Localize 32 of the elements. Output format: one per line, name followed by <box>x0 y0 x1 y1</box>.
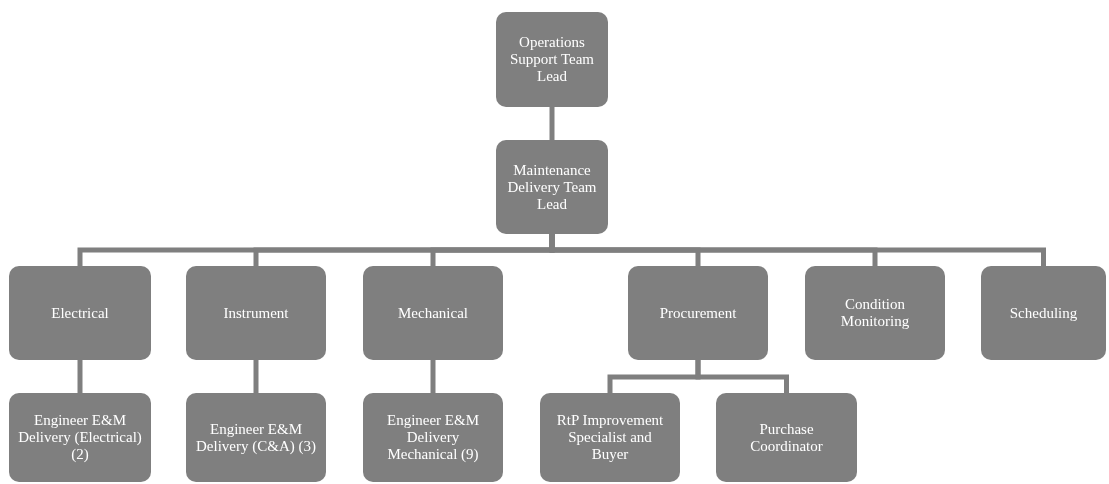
org-box <box>628 266 768 360</box>
org-box <box>363 266 503 360</box>
role-label: Purchase Coordinator <box>749 420 824 455</box>
connector-line <box>695 360 789 393</box>
role-label: Procurement <box>659 304 737 322</box>
org-box <box>9 393 151 482</box>
connector-line <box>77 360 83 393</box>
org-box <box>540 393 680 482</box>
org-box <box>9 266 151 360</box>
role-label: Engineer E&M Delivery Mechanical (9) <box>385 412 481 463</box>
role-label: Engineer E&M Delivery (C&A) (3) <box>195 420 317 455</box>
org-box <box>496 12 608 107</box>
role-label: Operations Support Team Lead <box>508 34 596 85</box>
role-label: Electrical <box>51 304 109 322</box>
role-label: Engineer E&M Delivery (Electrical) (2) <box>17 412 143 463</box>
connector-line <box>253 360 259 393</box>
connector-line <box>549 234 1046 266</box>
connector-line <box>549 107 555 140</box>
org-box <box>981 266 1106 360</box>
role-label: Instrument <box>223 304 289 322</box>
org-box <box>186 266 326 360</box>
org-box <box>716 393 857 482</box>
connector-line <box>430 360 436 393</box>
role-label: Maintenance Delivery Team Lead <box>506 161 598 213</box>
org-box <box>496 140 608 234</box>
org-box <box>363 393 503 482</box>
role-label: RtP Improvement Specialist and Buyer <box>555 412 665 463</box>
role-label: Scheduling <box>1009 304 1078 322</box>
role-label: Condition Monitoring <box>839 296 911 330</box>
org-box <box>805 266 945 360</box>
org-box <box>186 393 326 482</box>
role-label: Mechanical <box>398 304 468 322</box>
